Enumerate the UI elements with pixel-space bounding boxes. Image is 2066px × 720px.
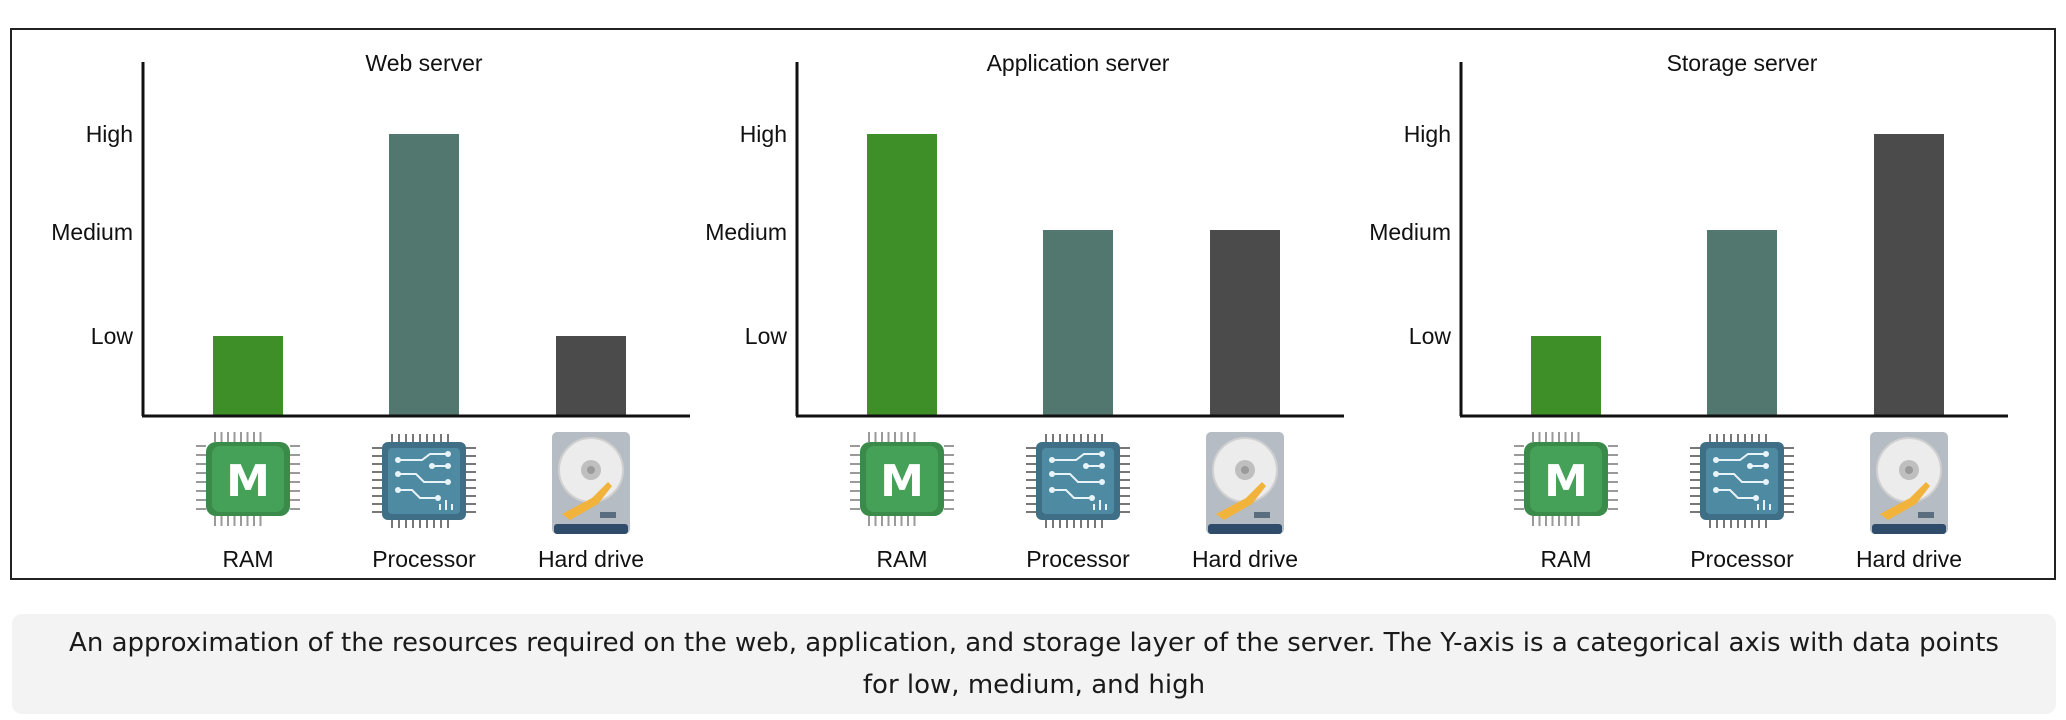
bar [213, 336, 283, 416]
hard-drive-icon [1206, 432, 1284, 534]
y-tick-label: High [1404, 121, 1451, 147]
svg-text:M: M [226, 456, 270, 507]
bar [1210, 230, 1280, 416]
bar [1874, 134, 1944, 416]
bar [556, 336, 626, 416]
figure-caption: An approximation of the resources requir… [12, 614, 2056, 714]
x-tick-label: Hard drive [1856, 546, 1962, 572]
processor-icon [1690, 434, 1794, 528]
y-tick-label: Low [91, 323, 134, 349]
chart-title: Application server [987, 50, 1170, 76]
hard-drive-icon [1870, 432, 1948, 534]
ram-chip-icon: M [850, 432, 954, 526]
y-tick-label: Low [1409, 323, 1452, 349]
svg-text:M: M [1544, 456, 1588, 507]
y-tick-label: Medium [1369, 219, 1451, 245]
chart-title: Storage server [1667, 50, 1818, 76]
y-tick-label: High [740, 121, 787, 147]
x-tick-label: Processor [1690, 546, 1794, 572]
x-tick-label: RAM [1540, 546, 1591, 572]
ram-chip-icon: M [196, 432, 300, 526]
x-tick-label: RAM [876, 546, 927, 572]
hard-drive-icon [552, 432, 630, 534]
x-tick-label: Hard drive [1192, 546, 1298, 572]
processor-icon [1026, 434, 1130, 528]
x-tick-label: RAM [222, 546, 273, 572]
chart-title: Web server [365, 50, 483, 76]
y-tick-label: Medium [51, 219, 133, 245]
ram-chip-icon: M [1514, 432, 1618, 526]
bar [867, 134, 937, 416]
x-tick-label: Hard drive [538, 546, 644, 572]
x-tick-label: Processor [1026, 546, 1130, 572]
chart-frame [10, 28, 2056, 580]
y-tick-label: Medium [705, 219, 787, 245]
svg-text:M: M [880, 456, 924, 507]
bar [1043, 230, 1113, 416]
bar [389, 134, 459, 416]
x-tick-label: Processor [372, 546, 476, 572]
bar [1531, 336, 1601, 416]
y-tick-label: Low [745, 323, 788, 349]
processor-icon [372, 434, 476, 528]
bar [1707, 230, 1777, 416]
y-tick-label: High [86, 121, 133, 147]
